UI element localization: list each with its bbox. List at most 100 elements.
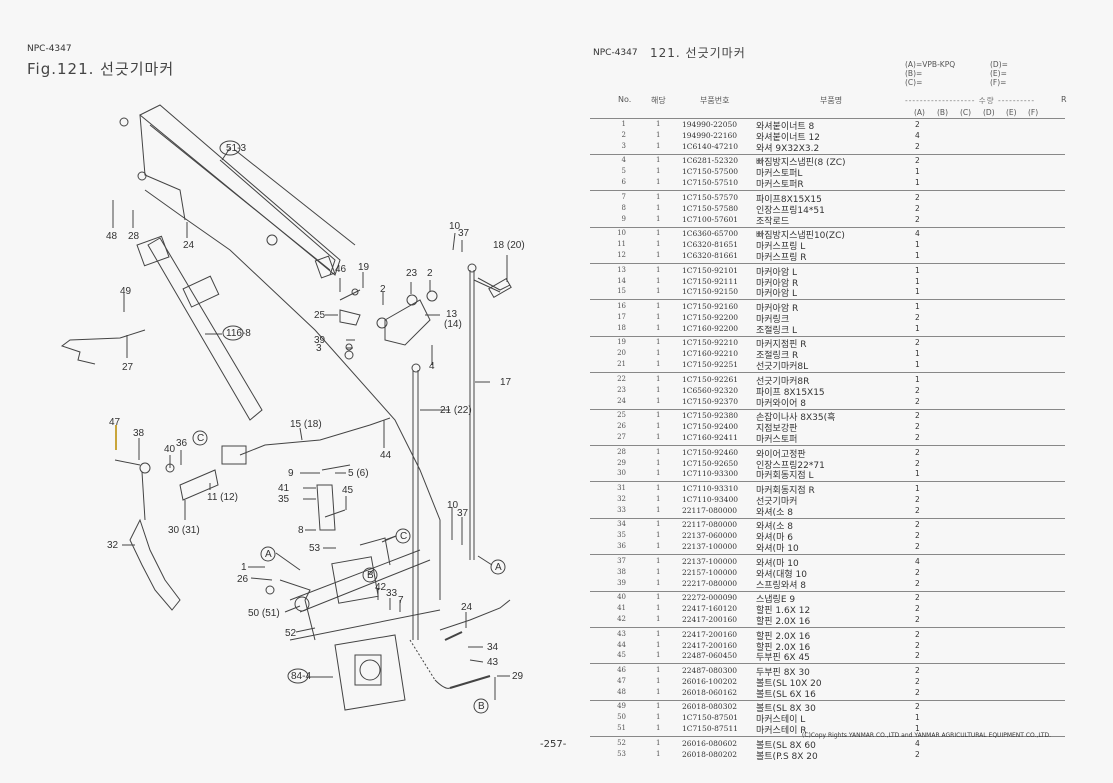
row-part-name: 마커스토퍼R xyxy=(756,180,804,191)
row-part-number: 1C7150-92210 xyxy=(682,338,738,348)
row-group-divider xyxy=(590,554,1065,556)
row-group-divider xyxy=(590,262,1065,264)
callout-label: 53 xyxy=(309,543,321,554)
row-qty-a: 1 xyxy=(915,484,920,493)
row-part-name: 할핀 1.6X 12 xyxy=(756,606,811,617)
row-applicable: 1 xyxy=(656,604,661,613)
row-applicable: 1 xyxy=(656,302,661,310)
circle-callout-b1 xyxy=(362,567,378,583)
copyright-notice: (C)Copy Rights YANMAR CO.,LTD and YANMAR… xyxy=(802,732,1052,739)
row-part-number: 1C6320-81661 xyxy=(682,251,738,260)
row-applicable: 1 xyxy=(656,396,661,405)
row-qty-a: 1 xyxy=(915,713,920,723)
row-qty-a: 2 xyxy=(915,312,920,322)
row-part-name: 파이프 8X15X15 xyxy=(756,387,825,398)
callout-label: 13 xyxy=(446,309,458,320)
row-no: 14 xyxy=(617,276,626,285)
row-applicable: 1 xyxy=(656,629,661,638)
callout-label: 49 xyxy=(120,286,132,297)
row-part-number: 1C7110-93300 xyxy=(682,469,738,479)
diagram-linework xyxy=(60,104,512,711)
callout-label: 38 xyxy=(133,428,145,439)
header-no: No. xyxy=(618,95,632,104)
rod-15 xyxy=(239,417,391,456)
callout-label: 4 xyxy=(429,361,435,372)
callout-label: 17 xyxy=(500,377,512,388)
row-no: 48 xyxy=(617,687,626,696)
row-no: 44 xyxy=(617,640,626,649)
row-part-number: 1C7150-92650 xyxy=(682,458,738,468)
callout-label: 11 (12) xyxy=(207,492,238,503)
model-e: (E)= xyxy=(990,69,1007,78)
callout-label: 24 xyxy=(183,240,195,251)
row-applicable: 1 xyxy=(656,214,661,223)
callout-label: 46 xyxy=(335,264,347,275)
row-group-divider xyxy=(590,118,1065,119)
row-applicable: 1 xyxy=(656,360,661,369)
row-part-name: 인장스프링14*51 xyxy=(756,205,825,216)
row-part-number: 1C7110-93310 xyxy=(682,484,738,493)
row-part-number: 1C7150-92150 xyxy=(682,287,738,297)
callout-label: 5 (6) xyxy=(348,468,369,479)
row-applicable: 1 xyxy=(656,593,661,602)
row-no: 28 xyxy=(617,447,626,456)
row-qty-a: 1 xyxy=(915,349,920,359)
row-qty-a: 2 xyxy=(915,192,920,202)
row-part-number: 1C6560-92320 xyxy=(682,385,738,395)
row-qty-a: 2 xyxy=(915,505,920,515)
row-no: 49 xyxy=(617,702,626,711)
row-group-divider xyxy=(590,299,1065,301)
row-qty-a: 1 xyxy=(915,167,920,177)
row-no: 13 xyxy=(617,265,626,274)
row-part-number: 1C7150-87511 xyxy=(682,724,738,734)
row-applicable: 1 xyxy=(656,203,661,212)
row-part-name: 마커와이어 8 xyxy=(756,398,806,409)
left-page-code: NPC-4347 xyxy=(27,44,72,54)
callout-label: (14) xyxy=(444,319,462,330)
row-qty-a: 2 xyxy=(915,542,920,552)
row-part-number: 1C6320-81651 xyxy=(682,240,738,250)
row-part-number: 22417-160120 xyxy=(682,604,738,614)
row-no: 35 xyxy=(617,531,626,540)
circle-callout-c2 xyxy=(395,528,411,544)
callout-label: B xyxy=(478,701,485,712)
row-part-number: 1C7150-87501 xyxy=(682,713,738,723)
row-group-divider xyxy=(590,626,1065,628)
row-applicable: 1 xyxy=(656,251,661,259)
qty-col-a: (A) xyxy=(914,108,925,117)
row-no: 43 xyxy=(617,629,626,638)
row-part-number: 22137-100000 xyxy=(682,542,738,552)
row-group-divider xyxy=(590,408,1065,410)
row-part-name: 조절링크 L xyxy=(756,325,797,336)
header-part-number: 부품번호 xyxy=(700,96,730,105)
callout-label: 2 xyxy=(427,268,433,279)
circle-callout-51 xyxy=(219,140,241,156)
row-group-divider xyxy=(590,481,1065,483)
callout-label: 18 (20) xyxy=(493,240,525,251)
callout-label: 40 xyxy=(164,444,176,455)
row-part-name: 선긋기마커8L xyxy=(756,362,809,373)
row-part-number: 1C7150-57580 xyxy=(682,203,738,213)
row-part-name: 마커스토퍼L xyxy=(756,169,803,180)
callout-label: 7 xyxy=(398,595,404,606)
row-no: 19 xyxy=(617,338,626,347)
row-applicable: 1 xyxy=(656,713,661,722)
row-applicable: 1 xyxy=(656,130,661,139)
frame-arm xyxy=(139,104,341,276)
row-applicable: 1 xyxy=(656,640,661,649)
